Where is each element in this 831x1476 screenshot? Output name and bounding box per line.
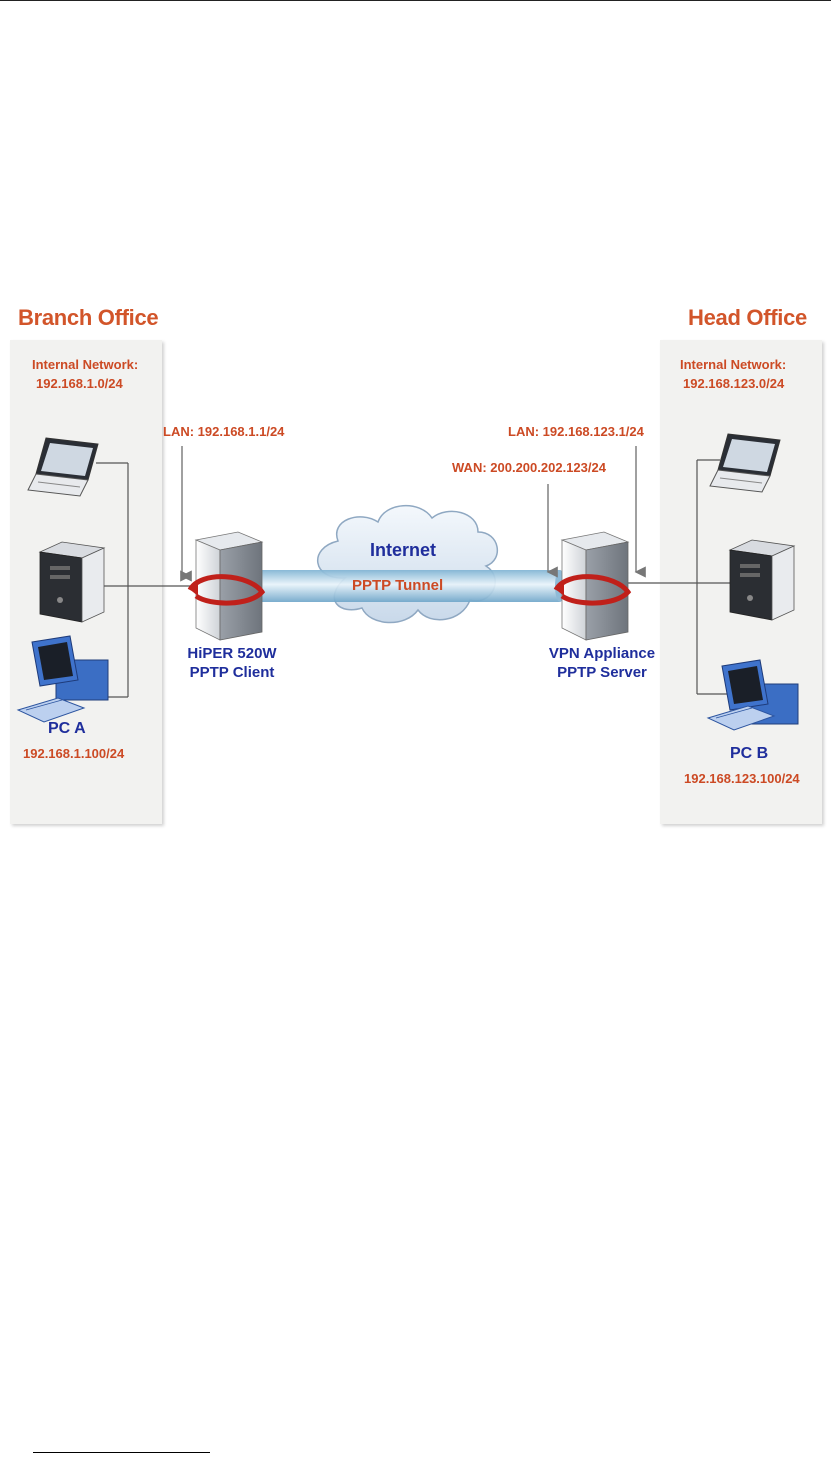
internet-label: Internet <box>370 540 436 561</box>
tunnel-label: PPTP Tunnel <box>352 577 443 594</box>
internet-cloud-icon <box>318 506 498 623</box>
branch-office-title: Branch Office <box>18 305 158 331</box>
vpn-appliance-tower-icon <box>554 532 628 640</box>
pc-a-icon <box>18 636 108 722</box>
head-lan-address: LAN: 192.168.123.1/24 <box>508 424 644 439</box>
branch-internal-network-value: 192.168.1.0/24 <box>36 376 123 391</box>
pc-b-ip: 192.168.123.100/24 <box>684 771 800 786</box>
head-wan-address: WAN: 200.200.202.123/24 <box>452 460 606 475</box>
pc-b-icon <box>708 660 798 730</box>
pc-a-ip: 192.168.1.100/24 <box>23 746 124 761</box>
pc-b-label: PC B <box>730 745 768 763</box>
branch-internal-network-label: Internal Network: <box>32 357 138 372</box>
pc-a-label: PC A <box>48 720 86 738</box>
head-internal-network-value: 192.168.123.0/24 <box>683 376 784 391</box>
head-device-role: PPTP Server <box>536 664 668 681</box>
head-device-name: VPN Appliance <box>536 645 668 662</box>
branch-device-role: PPTP Client <box>164 664 300 681</box>
head-office-title: Head Office <box>688 305 807 331</box>
head-server-icon <box>730 540 794 620</box>
router-tower-icon <box>188 532 262 640</box>
head-internal-network-label: Internal Network: <box>680 357 786 372</box>
branch-server-icon <box>40 542 104 622</box>
branch-device-name: HiPER 520W <box>164 645 300 662</box>
branch-lan-address: LAN: 192.168.1.1/24 <box>163 424 284 439</box>
head-laptop-icon <box>710 434 780 492</box>
branch-laptop-icon <box>28 438 98 496</box>
footnote-rule <box>33 1452 210 1453</box>
